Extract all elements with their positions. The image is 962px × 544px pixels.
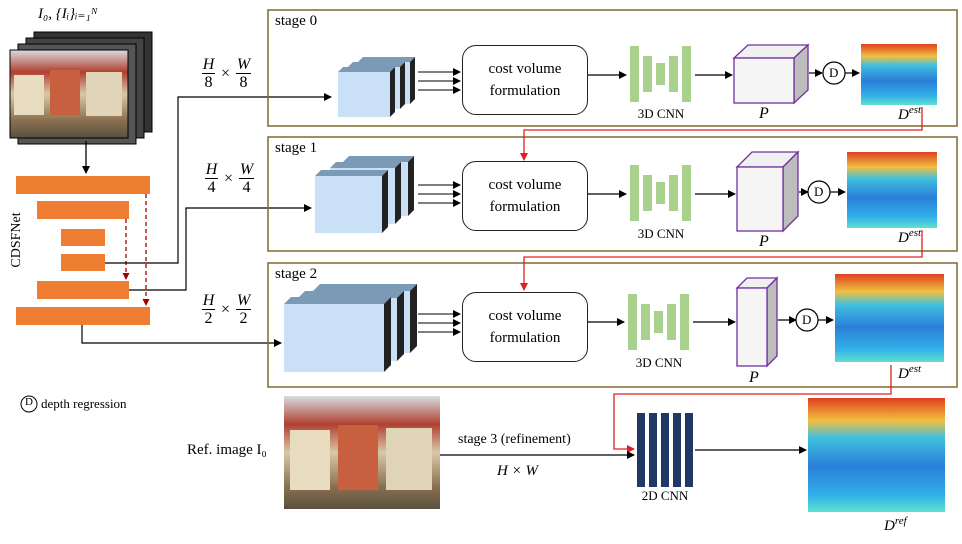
scale0-num-w: W — [236, 56, 251, 73]
stage1-regression-symbol: D — [814, 184, 824, 199]
stage1-cnn-label: 3D CNN — [637, 226, 685, 241]
stage2-cnn-label: 3D CNN — [635, 355, 683, 370]
stage2-cv-line2: formulation — [489, 330, 561, 346]
stage2-feature-volumes — [284, 284, 417, 372]
legend-symbol: D — [25, 396, 33, 408]
scale0-num-h: H — [202, 56, 215, 73]
scale2-den-h: 2 — [202, 309, 215, 327]
refined-depth-base: D — [884, 518, 895, 534]
stage0-3d-cnn — [630, 46, 691, 102]
scale0-den-h: 8 — [202, 73, 215, 91]
refined-depth-map — [808, 398, 945, 512]
stage1-depth-map — [847, 152, 937, 228]
stage0-regression-symbol: D — [829, 65, 839, 80]
stage1-3d-cnn — [630, 165, 691, 221]
scale2-num-h: H — [202, 292, 215, 309]
ref-image-label: Ref. image I₀ — [187, 442, 267, 458]
refined-depth-sup: ref — [894, 515, 907, 527]
stage1-cv-line2: formulation — [489, 199, 561, 215]
cdsfnet-pyramid — [16, 176, 150, 325]
stage0-depth-label: Dest — [898, 104, 921, 124]
stage0-cv-line2: formulation — [489, 83, 561, 99]
stage1-cost-volume: cost volume formulation — [462, 161, 588, 231]
stage1-depth-base: D — [898, 230, 909, 246]
scale1-num-w: W — [239, 161, 254, 178]
cdsfnet-label: CDSFNet — [9, 212, 24, 268]
stage2-depth-base: D — [898, 366, 909, 382]
refine-cnn-label: 2D CNN — [641, 488, 689, 503]
stage1-depth-sup: est — [908, 227, 922, 239]
stage0-title: stage 0 — [275, 13, 318, 29]
scale1-den-w: 4 — [239, 178, 255, 196]
stage2-prob-label: P — [749, 369, 759, 386]
stage1-title: stage 1 — [275, 140, 318, 156]
stage1-cv-line1: cost volume — [488, 177, 562, 193]
stage0-cost-volume: cost volume formulation — [462, 45, 588, 115]
reference-image — [284, 396, 440, 509]
stage0-feature-volumes — [338, 57, 415, 117]
stage0-prob-volume — [732, 43, 810, 105]
stage2-depth-label: Dest — [898, 363, 921, 383]
stage1-prob-label: P — [759, 233, 769, 250]
scale2-num-w: W — [236, 292, 251, 309]
scale1-den-h: 4 — [205, 178, 218, 196]
stage0-depth-base: D — [898, 107, 909, 123]
stage2-regression-symbol: D — [802, 312, 812, 327]
stage2-title: stage 2 — [275, 266, 318, 282]
stage0-cnn-label: 3D CNN — [637, 106, 685, 121]
stage2-cost-volume: cost volume formulation — [462, 292, 588, 362]
stage1-feature-volumes — [315, 156, 414, 233]
legend-text: depth regression — [41, 396, 127, 411]
stage0-cv-line1: cost volume — [488, 61, 562, 77]
stage2-3d-cnn — [628, 294, 689, 350]
scale1-num-h: H — [205, 161, 218, 178]
stage1-depth-label: Dest — [898, 227, 921, 247]
stage2-prob-volume — [735, 276, 779, 368]
refine-stage-label: stage 3 (refinement) — [458, 432, 571, 447]
scale2-den-w: 2 — [236, 309, 252, 327]
input-image-stack — [9, 31, 153, 145]
refined-depth-label: Dref — [884, 515, 907, 535]
scale0-den-w: 8 — [236, 73, 252, 91]
stage0-depth-sup: est — [908, 104, 922, 116]
refinement-2d-cnn — [637, 413, 693, 487]
input-images-label: I₀, {Iᵢ}ᵢ₌₁ᴺ — [38, 6, 98, 22]
stage2-depth-sup: est — [908, 363, 922, 375]
stage2-depth-map — [835, 274, 944, 362]
stage1-prob-volume — [735, 150, 800, 233]
refine-size-label: H × W — [497, 463, 538, 479]
stage2-cv-line1: cost volume — [488, 308, 562, 324]
stage0-depth-map — [861, 44, 937, 105]
stage0-prob-label: P — [759, 105, 769, 122]
